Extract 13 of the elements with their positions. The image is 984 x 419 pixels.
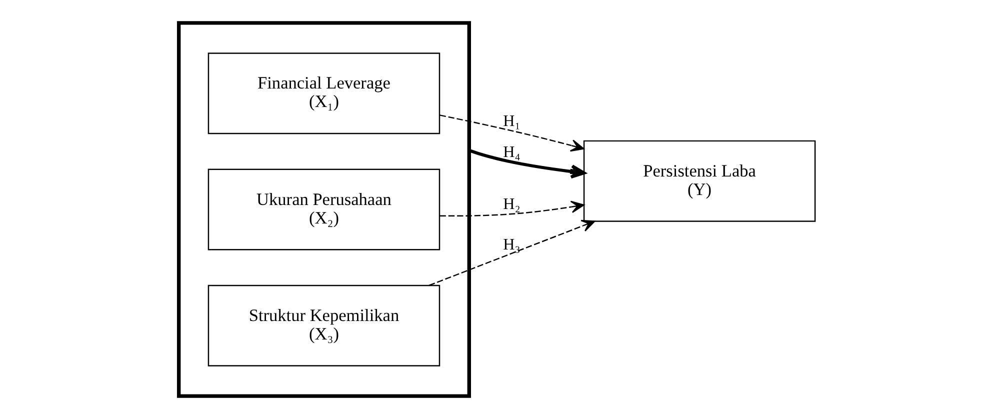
node-box: Financial Leverage (X₁) [208, 52, 440, 134]
cluster [176, 21, 471, 398]
node-box: Ukuran Perusahaan (X₂) [208, 168, 440, 250]
node-box: Struktur Kepemilikan (X₃) [208, 284, 440, 366]
arrow [440, 114, 584, 152]
edge-label: H₃ [503, 236, 520, 254]
node-box: Persistensi Laba (Y) [583, 140, 816, 222]
edge-label: H₄ [503, 144, 520, 161]
arrow [468, 148, 586, 179]
arrow [428, 220, 596, 286]
edge-label: H₁ [503, 112, 520, 130]
arrow [440, 200, 584, 217]
edge-label: H₂ [503, 196, 520, 213]
